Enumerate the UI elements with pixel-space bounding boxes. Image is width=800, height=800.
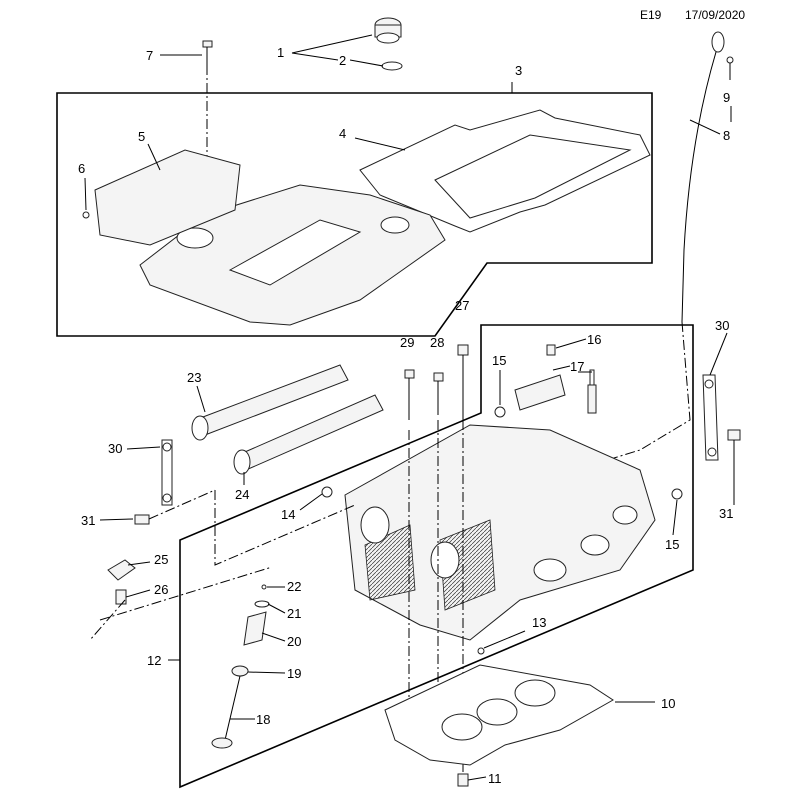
seal [477, 647, 485, 655]
rocker-arm [107, 559, 136, 581]
screw [82, 211, 90, 219]
camshaft-cap [514, 374, 566, 411]
oil-filler-cap [374, 17, 403, 71]
callout-29: 29 [400, 335, 414, 350]
callout-31-right: 31 [719, 506, 733, 521]
callout-1: 1 [277, 45, 284, 60]
callout-30-left: 30 [108, 441, 122, 456]
group-outline-head [179, 324, 694, 789]
callout-30-right: 30 [715, 318, 729, 333]
callout-19: 19 [287, 666, 301, 681]
bolt [727, 429, 741, 441]
valve-assembly [211, 584, 270, 749]
callout-13: 13 [532, 615, 546, 630]
callout-12: 12 [147, 653, 161, 668]
callout-10: 10 [661, 696, 675, 711]
leader-lines [84, 34, 735, 781]
plug [494, 406, 506, 418]
callout-23: 23 [187, 370, 201, 385]
cylinder-head-cover [139, 184, 446, 326]
callout-26: 26 [154, 582, 168, 597]
spark-plug [587, 369, 597, 414]
callout-20: 20 [287, 634, 301, 649]
callout-18: 18 [256, 712, 270, 727]
bolt [202, 40, 213, 65]
lifting-bracket-right [702, 374, 719, 461]
head-bolts [404, 344, 469, 420]
callout-25: 25 [154, 552, 168, 567]
callout-7: 7 [146, 48, 153, 63]
callout-28: 28 [430, 335, 444, 350]
dowel-pin [457, 773, 469, 787]
callout-22: 22 [287, 579, 301, 594]
group-outline-cover [56, 92, 653, 337]
callout-2: 2 [339, 53, 346, 68]
callout-5: 5 [138, 129, 145, 144]
callout-15-top: 15 [492, 353, 506, 368]
bolt [546, 344, 556, 356]
callout-21: 21 [287, 606, 301, 621]
cylinder-head [344, 424, 656, 641]
plug [671, 488, 683, 500]
callout-27: 27 [455, 298, 469, 313]
callout-9: 9 [723, 90, 730, 105]
callout-6: 6 [78, 161, 85, 176]
callout-16: 16 [587, 332, 601, 347]
diagram-code: E19 [640, 8, 662, 22]
diagram-date: 17/09/2020 [685, 8, 745, 22]
camshaft-intake [191, 364, 349, 441]
callout-11: 11 [488, 771, 502, 786]
callout-labels: 1 2 3 4 5 6 7 8 9 10 11 12 13 14 15 15 1… [78, 45, 733, 786]
callout-17: 17 [570, 359, 584, 374]
callout-4: 4 [339, 126, 346, 141]
plug [321, 486, 333, 498]
lifting-bracket-left [161, 439, 173, 506]
heat-shield [94, 149, 241, 246]
callout-8: 8 [723, 128, 730, 143]
callout-14: 14 [281, 507, 295, 522]
callout-31-left: 31 [81, 513, 95, 528]
camshaft-exhaust [233, 394, 384, 475]
cylinder-head-gasket [384, 664, 614, 766]
callout-3: 3 [515, 63, 522, 78]
callout-15-right: 15 [665, 537, 679, 552]
oil-dipstick [681, 31, 734, 323]
callout-24: 24 [235, 487, 249, 502]
cover-gasket [359, 109, 651, 233]
bolt [134, 514, 150, 525]
hydraulic-lash-adjuster [115, 589, 127, 605]
